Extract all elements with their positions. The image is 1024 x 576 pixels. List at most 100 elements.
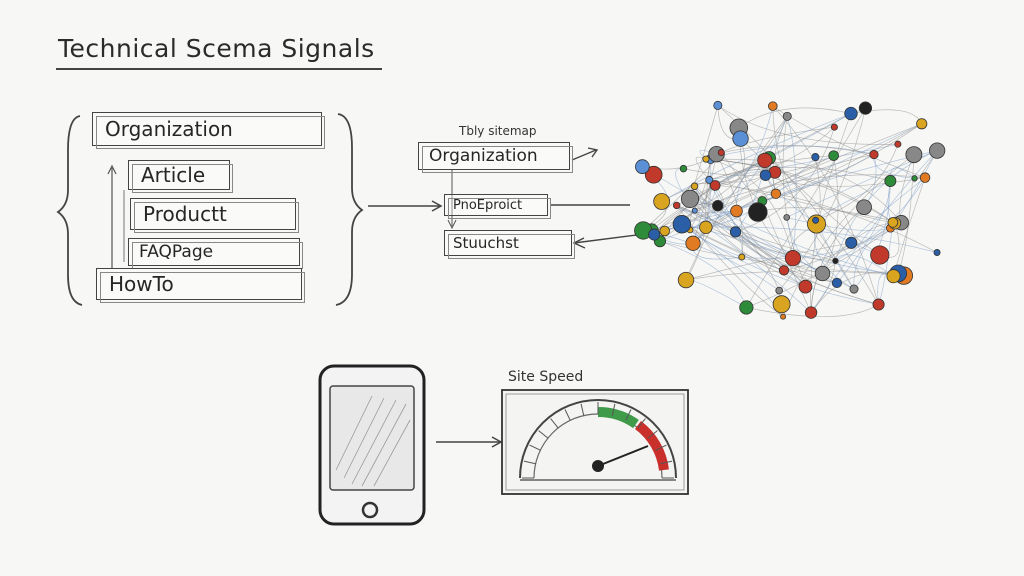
network-edge [685,279,747,308]
gauge-tick [611,403,616,416]
network-node [691,207,698,214]
gauge-tick [580,403,585,416]
network-node [702,155,710,163]
network-node [705,175,714,184]
network-node [679,164,688,173]
gauge-tick [647,430,658,439]
network-node [869,149,879,160]
smartphone-icon [318,364,426,526]
network-node [894,140,902,148]
network-node [644,165,663,184]
page-title: Technical Scema Signals [58,34,375,63]
network-edge [659,150,938,242]
network-edge [685,116,788,281]
network-edge [853,180,891,290]
network-node [690,182,699,191]
network-node [757,152,773,169]
network-node [782,111,792,121]
arrow-down-icon [447,219,457,230]
gauge-tick [523,460,536,465]
arrow-right-icon [431,200,443,212]
network-node [738,253,746,261]
network-node [872,298,885,311]
network-edge [715,126,835,186]
network-node [739,300,754,315]
network-edge [705,227,812,313]
network-node [783,214,791,221]
network-edge [822,222,893,274]
network-edge [681,123,922,225]
network-edge [715,185,938,253]
gauge-tick [625,409,632,421]
site-speed-label: Site Speed [508,369,584,385]
network-edge [689,229,879,305]
network-node [811,153,820,162]
network-node [748,202,768,222]
network-node [778,265,790,276]
network-edge [835,254,894,277]
network-edge [710,158,794,259]
network-edge [735,127,835,233]
network-edge [786,217,891,231]
network-node [870,245,890,265]
network-node [804,306,818,319]
network-edge [769,157,902,223]
network-node [919,172,931,183]
arrow-up-icon [107,164,117,175]
network-node [780,313,787,320]
network-edge [810,150,938,313]
schema-item-organization: Organization [92,112,325,149]
network-node [680,189,700,208]
network-edge [661,107,866,202]
network-edge [689,229,806,287]
schema-item-faqpage: FAQPage [128,238,303,269]
gauge-tick [655,444,667,451]
network-edge [653,185,716,235]
network-edge [738,107,852,129]
network-edge [709,166,891,182]
gauge-tick [564,409,571,421]
network-node [858,101,873,115]
gauge-tick [538,430,549,439]
network-graph-icon [634,100,946,320]
network-node [845,236,858,249]
network-edge [705,145,875,160]
network-edge [783,222,902,271]
network-node [729,226,742,238]
network-node [712,200,724,212]
network-edge [642,166,894,277]
network-node [685,235,701,251]
network-edge [659,185,716,242]
network-node [812,216,820,224]
network-node [905,146,923,164]
network-edge [786,116,797,259]
network-node [856,199,872,216]
network-node [929,142,946,159]
right-brace [335,113,364,306]
network-node [653,193,671,210]
network-node [772,295,791,314]
network-node [933,249,941,256]
network-node [831,277,843,289]
arrow-right-icon [491,436,503,448]
network-edge [782,116,806,287]
network-node [759,169,772,181]
network-node [659,225,670,237]
network-edge [782,154,915,317]
network-edge [685,242,852,281]
gauge-tick [637,418,646,429]
network-edge [822,155,839,274]
network-node [768,101,778,111]
schema-item-howto: HowTo [96,268,305,303]
network-node [887,217,899,228]
arrow-left-icon [572,237,586,249]
network-edge [768,157,880,256]
gauge-tick [660,460,673,465]
network-node [844,106,858,121]
network-edge [765,175,880,256]
title-underline [56,68,382,70]
schema-item-article: Article [128,160,233,193]
network-node [713,100,723,110]
speedometer-icon [501,389,689,495]
